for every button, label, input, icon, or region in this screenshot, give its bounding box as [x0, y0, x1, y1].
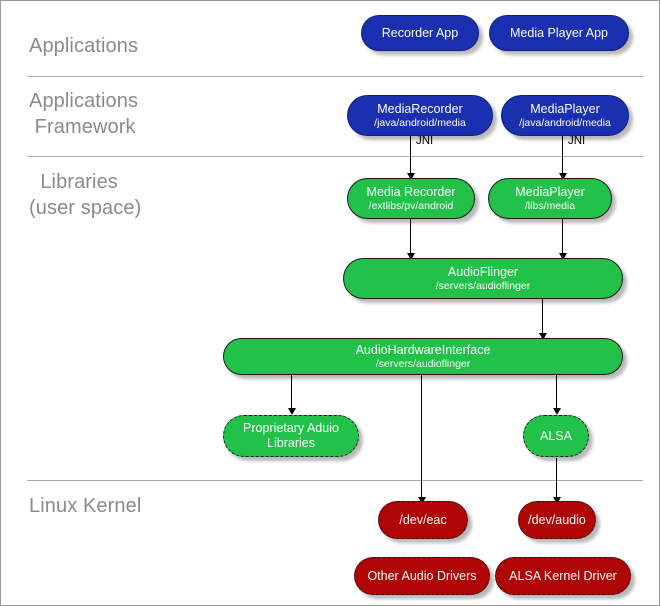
- edge-audiohardwareinterface-to-proprietary-libs: [291, 375, 292, 412]
- node-audioflinger-title: AudioFlinger: [447, 265, 519, 279]
- node-dev-eac[interactable]: /dev/eac: [378, 501, 468, 539]
- node-proprietary-audio-libraries-line2: Libraries: [267, 436, 315, 450]
- arrowhead-audioflinger-left: [406, 253, 415, 260]
- arrowhead-mediaplayer-lib: [558, 173, 567, 180]
- node-mediarecorder-framework-path: /java/android/media: [374, 117, 466, 129]
- arrowhead-audioflinger-right: [558, 253, 567, 260]
- node-audiohardwareinterface[interactable]: AudioHardwareInterface /servers/audiofli…: [223, 338, 623, 375]
- layer-label-libraries: Libraries (user space): [29, 171, 142, 219]
- node-proprietary-audio-libraries[interactable]: Proprietary Aduio Libraries: [223, 415, 359, 457]
- layer-label-applications-framework: Applications Framework: [29, 90, 139, 138]
- divider-applications-framework: [27, 156, 643, 157]
- node-dev-audio[interactable]: /dev/audio: [518, 501, 596, 539]
- node-alsa-title: ALSA: [540, 428, 572, 443]
- edge-mediaplayer-to-mediaplayer-lib: [562, 136, 563, 177]
- node-recorder-app-title: Recorder App: [381, 25, 459, 40]
- node-mediaplayer-lib-title: MediaPlayer: [515, 185, 585, 199]
- node-mediaplayer-lib-path: /libs/media: [524, 200, 576, 212]
- node-mediaplayer-lib[interactable]: MediaPlayer /libs/media: [488, 178, 612, 219]
- node-media-recorder-lib-path: /extlibs/pv/android: [368, 200, 454, 212]
- divider-libraries: [27, 480, 643, 481]
- node-mediaplayer-framework-title: MediaPlayer: [530, 102, 600, 116]
- node-alsa[interactable]: ALSA: [523, 415, 589, 457]
- edge-audiohardwareinterface-to-alsa: [556, 375, 557, 412]
- node-mediarecorder-framework[interactable]: MediaRecorder /java/android/media: [347, 95, 493, 136]
- node-alsa-kernel-driver-title: ALSA Kernel Driver: [509, 568, 617, 583]
- layer-label-linux-kernel: Linux Kernel: [29, 495, 142, 517]
- layer-label-applications: Applications: [29, 35, 139, 57]
- node-other-audio-drivers-title: Other Audio Drivers: [367, 568, 477, 583]
- edge-audioflinger-to-audiohardwareinterface: [542, 299, 543, 337]
- edge-label-jni-right: JNI: [568, 135, 586, 147]
- node-audiohardwareinterface-title: AudioHardwareInterface: [355, 343, 491, 357]
- node-alsa-kernel-driver[interactable]: ALSA Kernel Driver: [495, 557, 631, 595]
- arrowhead-alsa: [552, 408, 561, 415]
- edge-audiohardwareinterface-to-dev-eac: [421, 375, 422, 501]
- edge-label-jni-left: JNI: [416, 135, 434, 147]
- node-other-audio-drivers[interactable]: Other Audio Drivers: [354, 557, 490, 595]
- node-dev-eac-title: /dev/eac: [399, 512, 447, 527]
- node-mediaplayer-framework[interactable]: MediaPlayer /java/android/media: [501, 95, 629, 136]
- node-audiohardwareinterface-path: /servers/audioflinger: [375, 358, 471, 370]
- node-media-player-app[interactable]: Media Player App: [489, 15, 629, 51]
- divider-applications: [27, 76, 643, 77]
- node-recorder-app[interactable]: Recorder App: [361, 15, 479, 51]
- node-audioflinger-path: /servers/audioflinger: [435, 280, 531, 292]
- node-mediaplayer-framework-path: /java/android/media: [519, 117, 611, 129]
- edge-mediaplayer-lib-to-audioflinger: [562, 219, 563, 257]
- node-mediarecorder-framework-title: MediaRecorder: [377, 102, 463, 116]
- arrowhead-media-recorder-lib: [406, 173, 415, 180]
- node-media-recorder-lib-title: Media Recorder: [366, 185, 456, 199]
- edge-mediarecorder-to-media-recorder-lib: [410, 136, 411, 177]
- node-audioflinger[interactable]: AudioFlinger /servers/audioflinger: [343, 258, 623, 299]
- node-media-player-app-title: Media Player App: [510, 25, 608, 40]
- edge-alsa-to-dev-audio: [556, 458, 557, 501]
- arrowhead-audiohardwareinterface: [538, 333, 547, 340]
- arrowhead-proprietary-libs: [287, 408, 296, 415]
- edge-media-recorder-lib-to-audioflinger: [410, 219, 411, 257]
- node-dev-audio-title: /dev/audio: [528, 512, 586, 527]
- node-media-recorder-lib[interactable]: Media Recorder /extlibs/pv/android: [347, 178, 475, 219]
- node-proprietary-audio-libraries-line1: Proprietary Aduio: [243, 421, 339, 435]
